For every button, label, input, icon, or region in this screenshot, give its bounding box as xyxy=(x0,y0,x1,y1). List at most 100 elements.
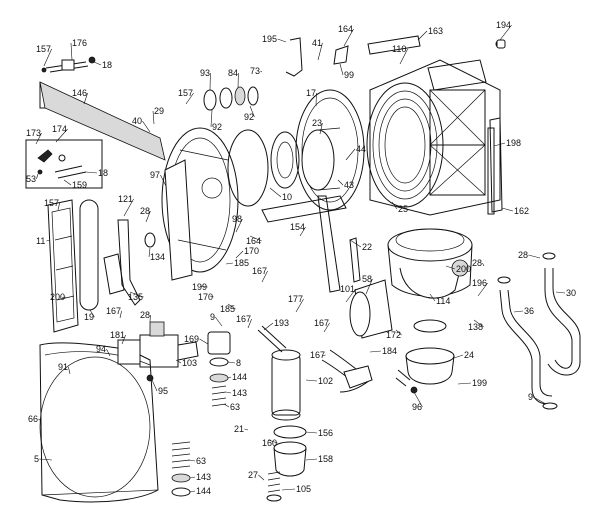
leader-line-p58 xyxy=(365,278,373,295)
part-label-p91: 91 xyxy=(58,362,68,372)
side-bracket-right xyxy=(487,127,495,215)
part-label-p138: 138 xyxy=(468,322,483,332)
part-label-p193: 193 xyxy=(274,318,289,328)
part-label-p160: 160 xyxy=(262,438,277,448)
leader-line-p195 xyxy=(277,38,287,43)
leader-line-p163 xyxy=(417,30,428,41)
part-label-p28d: 28 xyxy=(518,250,528,260)
spring-stack-lower xyxy=(171,441,191,497)
part-label-p102: 102 xyxy=(318,376,333,386)
part-label-p11: 11 xyxy=(36,236,45,246)
leader-line-p144b xyxy=(189,490,196,493)
part-label-p97: 97 xyxy=(150,170,160,180)
part-label-p144b: 144 xyxy=(196,486,211,496)
part-label-p22: 22 xyxy=(362,242,372,252)
leader-line-p167d xyxy=(323,322,330,333)
leader-line-p110 xyxy=(399,48,408,65)
leader-line-p174 xyxy=(55,128,68,143)
leader-line-p194 xyxy=(499,24,512,41)
part-label-p43: 43 xyxy=(344,180,354,190)
part-label-p19: 19 xyxy=(84,312,94,322)
leader-line-p167a xyxy=(119,310,122,319)
leader-line-p198 xyxy=(493,142,506,147)
leader-line-p184 xyxy=(369,350,382,353)
leader-line-p143a xyxy=(225,391,232,394)
leader-line-p200b xyxy=(445,265,456,270)
leader-line-p193 xyxy=(263,322,274,331)
front-cover-panel xyxy=(39,342,159,503)
leader-line-p169 xyxy=(199,338,209,345)
leader-line-p185a xyxy=(225,262,234,265)
leader-line-p30 xyxy=(555,291,566,294)
leader-line-p170a xyxy=(235,250,244,259)
part-label-p114: 114 xyxy=(436,296,450,306)
leader-lines xyxy=(35,24,566,493)
leader-line-p9b xyxy=(533,396,547,405)
part-label-p146: 146 xyxy=(72,88,87,98)
casing-top-strip xyxy=(39,81,166,161)
leader-line-p91 xyxy=(68,366,71,375)
part-label-p181: 181 xyxy=(110,330,125,340)
part-label-p154: 154 xyxy=(290,222,305,232)
leader-line-p99 xyxy=(339,63,344,76)
part-label-p174: 174 xyxy=(52,124,67,134)
part-label-p194: 194 xyxy=(496,20,511,30)
leader-line-p8 xyxy=(227,361,236,364)
part-label-p40: 40 xyxy=(132,116,142,126)
leader-line-p181 xyxy=(121,334,126,345)
leader-line-p102 xyxy=(305,379,318,382)
leader-line-p200a xyxy=(61,296,66,299)
part-label-p103: 103 xyxy=(182,358,197,368)
leader-line-p135 xyxy=(129,291,144,298)
leader-line-p156 xyxy=(305,431,318,434)
leader-line-p27 xyxy=(258,474,265,481)
leader-line-p103 xyxy=(175,359,182,364)
leader-line-p199b xyxy=(457,382,472,385)
part-label-p92a: 92 xyxy=(212,122,222,132)
valve-stack-upper xyxy=(207,331,231,407)
part-label-p25: 25 xyxy=(398,204,408,214)
small-fitting xyxy=(496,39,506,49)
sight-glass-assembly xyxy=(203,86,259,111)
part-label-p144a: 144 xyxy=(232,372,247,382)
part-label-p198: 198 xyxy=(506,138,521,148)
part-label-p157c: 157 xyxy=(44,198,59,208)
leader-line-p199a xyxy=(199,285,208,288)
drain-spring xyxy=(266,471,282,502)
part-label-p63b: 63 xyxy=(196,456,206,466)
part-label-p157b: 157 xyxy=(178,88,193,98)
leader-line-p134 xyxy=(148,247,151,258)
part-label-p96: 96 xyxy=(412,402,422,412)
side-panel-left xyxy=(47,199,79,333)
leader-line-p164b xyxy=(249,235,262,242)
leader-line-p28a xyxy=(145,210,151,223)
leader-line-p154 xyxy=(299,226,306,237)
leader-line-p18a xyxy=(93,61,102,66)
part-label-p98: 98 xyxy=(232,214,242,224)
leader-line-p94 xyxy=(106,348,111,357)
part-label-p185a: 185 xyxy=(234,258,249,268)
leader-line-p167c xyxy=(261,270,268,283)
part-label-p170b: 170 xyxy=(198,292,213,302)
electrode-detail-box xyxy=(25,139,103,189)
part-label-p17: 17 xyxy=(306,88,316,98)
part-label-p9b: 9 xyxy=(528,392,533,402)
part-label-p159: 159 xyxy=(72,180,87,190)
part-label-p44: 44 xyxy=(356,144,366,154)
leader-line-p73 xyxy=(260,70,263,73)
part-label-p21: 21 xyxy=(234,424,244,434)
part-label-p156: 156 xyxy=(318,428,333,438)
leader-line-p172 xyxy=(395,329,402,336)
part-label-p28b: 28 xyxy=(140,310,150,320)
leader-line-p22 xyxy=(349,239,362,248)
leader-line-p25 xyxy=(391,201,398,210)
leader-line-p28c xyxy=(482,262,485,267)
part-label-p99: 99 xyxy=(344,70,354,80)
part-label-p36: 36 xyxy=(524,306,534,316)
part-label-p18b: 18 xyxy=(98,168,108,178)
leader-line-p167b xyxy=(247,318,252,329)
leader-line-p159 xyxy=(63,179,72,186)
gas-pipe xyxy=(103,219,156,306)
part-label-p172: 172 xyxy=(386,330,401,340)
part-label-p28a: 28 xyxy=(140,206,150,216)
